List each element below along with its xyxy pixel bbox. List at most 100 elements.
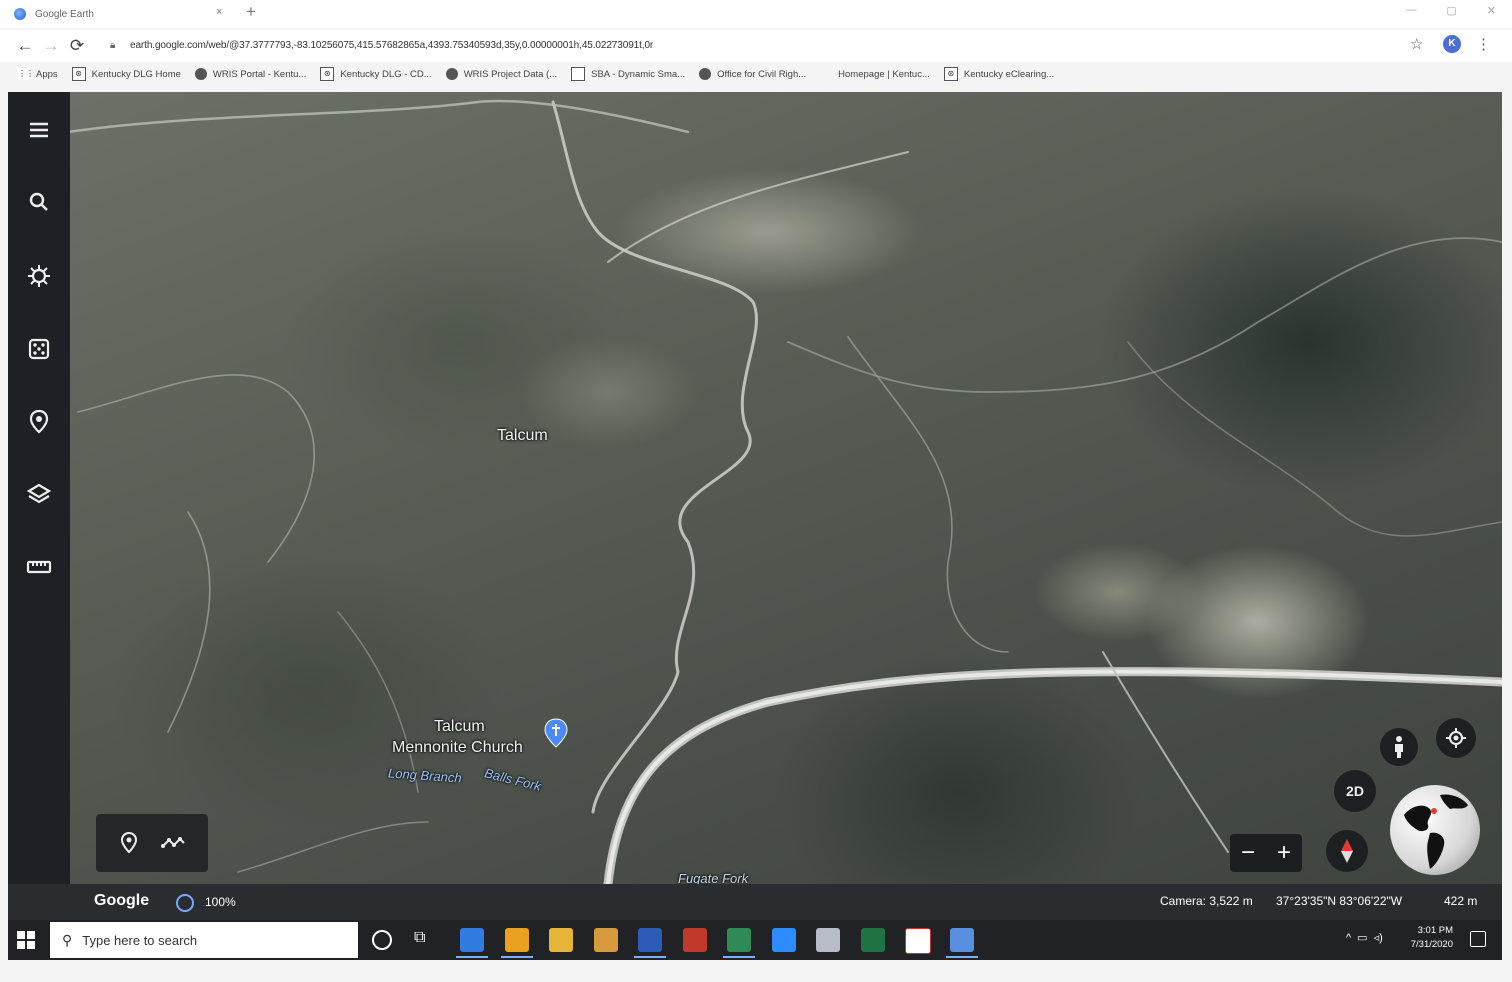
edge-taskbar-icon[interactable] [456,928,488,958]
menu-icon[interactable] [25,116,53,144]
word-taskbar-icon[interactable] [634,928,666,958]
add-placemark-icon[interactable] [116,830,142,856]
system-tray[interactable]: ^ ▭ ◃) [1346,931,1383,945]
bookmark-label: SBA - Dynamic Sma... [591,68,686,80]
maximize-icon[interactable]: ▢ [1446,5,1457,17]
bookmark-item[interactable]: Homepage | Kentuc... [820,68,930,80]
sba-icon [571,67,586,81]
bookmark-item[interactable]: WRIS Portal - Kentu... [194,68,307,80]
ky-seal-icon: ⊛ [320,67,335,81]
browser-tab-bar [0,0,1512,28]
bookmark-item[interactable]: ⊛ Kentucky DLG - CD... [320,67,432,81]
reload-icon[interactable]: ⟳ [69,36,85,55]
bookmark-item[interactable]: WRIS Project Data (... [445,68,558,80]
draw-path-icon[interactable] [160,830,186,856]
diamond-icon [699,68,712,80]
address-bar[interactable]: 🔒︎ earth.google.com/web/@37.3777793,-83.… [110,34,1400,56]
eraser-app-taskbar-icon[interactable] [816,928,840,952]
earth-sidebar [8,92,70,884]
bookmark-item[interactable]: ⊛ Kentucky eClearing... [943,67,1055,81]
bookmark-label: Apps [36,68,58,80]
bookmark-label: Kentucky eClearing... [963,68,1055,80]
bookmarks-bar: ⋮⋮Apps ⊛Kentucky DLG Home WRIS Portal - Ke… [18,64,1054,84]
church-label-line2[interactable]: Mennonite Church [392,739,523,756]
globe-overview-icon[interactable] [1390,785,1480,875]
zoom-out-button[interactable]: − [1240,839,1255,866]
excel-taskbar-icon[interactable] [860,928,885,952]
lock-icon: 🔒︎ [110,39,116,51]
blank-icon [820,68,832,80]
taskbar-clock[interactable]: 3:01 PM 7/31/2020 [1405,924,1453,952]
clock-time: 3:01 PM [1417,925,1453,936]
ky-seal-icon: ⊛ [943,67,958,81]
windows-search-box[interactable]: ⚲ Type here to search [50,922,358,958]
new-tab-button[interactable]: + [246,2,256,21]
bookmark-item[interactable]: ⊛Kentucky DLG Home [71,67,181,81]
minimize-icon[interactable]: — [1405,4,1417,16]
browser-menu-icon[interactable]: ⋮ [1476,36,1491,53]
toggle-2d-button[interactable]: 2D [1334,770,1376,812]
earth-status-bar [8,884,1502,920]
bookmark-label: Office for Civil Righ... [717,68,807,80]
loading-percent: 100% [205,895,236,909]
tab-title: Google Earth [35,8,94,20]
apps-grid-icon: ⋮⋮ [18,68,34,80]
bookmark-item[interactable]: ⋮⋮Apps [18,68,58,80]
file-explorer-taskbar-icon[interactable] [549,928,573,952]
church-pin-icon[interactable] [544,718,568,748]
placemark-tools [96,814,208,872]
bookmark-label: Homepage | Kentuc... [838,68,930,80]
zoom-controls: − + [1230,834,1302,872]
tray-chevron-icon[interactable]: ^ [1346,931,1352,944]
my-location-icon[interactable] [1436,718,1476,758]
map-style-layers-icon[interactable] [25,480,53,508]
back-arrow-icon[interactable]: ← [16,36,34,55]
measure-ruler-icon[interactable] [25,553,53,581]
url-text: earth.google.com/web/@37.3777793,-83.102… [130,39,654,51]
outlook-contacts-taskbar-icon[interactable] [593,928,618,952]
cortana-icon[interactable] [372,930,392,950]
compass-icon[interactable] [1326,830,1368,872]
feeling-lucky-icon[interactable] [25,335,53,363]
acrobat-taskbar-icon[interactable] [905,928,931,954]
close-window-icon[interactable]: ✕ [1486,5,1496,17]
bookmark-label: WRIS Project Data (... [463,68,558,80]
windows-start-icon[interactable] [16,930,36,950]
red-app-taskbar-icon[interactable] [682,928,707,952]
task-view-icon[interactable]: ⧉ [414,929,426,946]
voyager-icon[interactable] [25,262,53,290]
bookmark-star-icon[interactable]: ☆ [1410,36,1424,53]
bookmark-label: Kentucky DLG - CD... [340,68,432,80]
tab-close-icon[interactable]: × [216,6,223,18]
stream-label-fugate-fork: Fugate Fork [678,871,749,886]
browser-tab[interactable]: Google Earth × [14,3,244,25]
projects-icon[interactable] [25,408,53,436]
google-earth-taskbar-icon[interactable] [945,928,978,958]
drop-icon [445,68,458,80]
google-earth-favicon-icon [14,8,26,20]
chrome-taskbar-icon[interactable] [500,928,533,958]
coordinates-readout[interactable]: 37°23'35"N 83°06'22"W [1276,894,1403,908]
church-label-line1[interactable]: Talcum [434,718,485,735]
bookmark-item[interactable]: Office for Civil Righ... [699,68,806,80]
search-icon[interactable] [25,188,53,216]
window-controls: — ▢ ✕ [1405,4,1496,17]
zoom-taskbar-icon[interactable] [771,928,796,952]
clock-date: 7/31/2020 [1410,939,1453,950]
profile-avatar[interactable]: K [1443,35,1461,53]
pegman-street-view-icon[interactable] [1380,728,1418,766]
bookmark-label: WRIS Portal - Kentu... [212,68,307,80]
notification-center-icon[interactable] [1470,931,1486,947]
bookmark-item[interactable]: SBA - Dynamic Sma... [571,67,685,81]
network-icon[interactable]: ▭ [1357,932,1368,944]
volume-icon[interactable]: ◃) [1373,932,1383,944]
zoom-in-button[interactable]: + [1276,839,1291,866]
map-roads [66,99,1502,884]
scale-bar-label[interactable]: 422 m [1444,894,1478,908]
green-app-taskbar-icon[interactable] [723,928,755,958]
forward-arrow-icon[interactable]: → [42,36,60,55]
search-magnifier-icon: ⚲ [62,931,73,948]
satellite-map-view[interactable] [8,92,1502,884]
town-label[interactable]: Talcum [497,427,548,444]
camera-altitude: Camera: 3,522 m [1160,894,1253,908]
